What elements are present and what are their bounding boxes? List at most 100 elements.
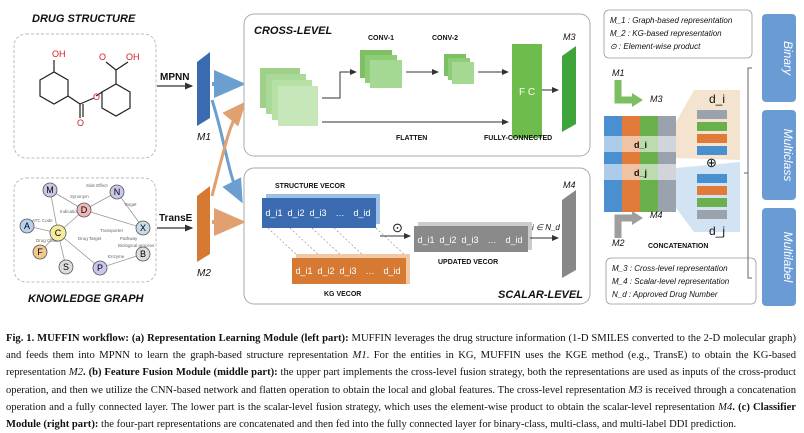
m1-vector — [197, 52, 210, 126]
kg-node-label: P — [97, 263, 103, 273]
caption-heading: . (b) Feature Fusion Module (middle part… — [83, 367, 278, 379]
legend-top-box — [603, 9, 753, 59]
structure-cell: d_i1 — [265, 208, 282, 218]
m1-arrowhead — [632, 93, 643, 107]
kg-relation: Drug Class — [36, 238, 59, 243]
concat-cone-bottom — [676, 162, 740, 232]
mpnn-label: MPNN — [160, 72, 189, 83]
legend-item: N_d : Approved Drug Number — [612, 290, 718, 299]
conv2-label: CONV-2 — [432, 35, 458, 42]
caption-math: M2 — [68, 367, 84, 379]
caption-heading: Fig. 1. MUFFIN workflow: (a) Representat… — [6, 333, 349, 344]
dj-bars — [697, 174, 727, 219]
oplus-symbol: ⊕ — [706, 155, 717, 170]
multiclass-head — [762, 110, 796, 200]
legend-item: M_2 : KG-based representation — [610, 29, 722, 38]
kg-relation: Target — [124, 202, 137, 207]
kg-relation: Enzyme — [108, 254, 125, 259]
caption-math: M3 — [628, 384, 643, 396]
caption-text: the upper part implements the cross-leve… — [6, 367, 796, 396]
m1-down-arrow — [614, 80, 636, 104]
legend-bottom-box — [605, 257, 757, 305]
feature-map-stack — [260, 68, 318, 126]
kg-relation: Transporter — [100, 228, 124, 233]
di-label: d_i — [709, 92, 725, 106]
kg-node-label: M — [46, 185, 54, 195]
kg-relation: Indication — [60, 209, 80, 214]
scalar-level-title: SCALAR-LEVEL — [498, 289, 583, 301]
molecule-drawing — [39, 60, 131, 118]
figure-caption: Fig. 1. MUFFIN workflow: (a) Representat… — [6, 330, 796, 433]
kg-cell: d_id — [383, 266, 400, 276]
kg-node-label: C — [55, 228, 62, 238]
updated-vector-label: UPDATED VECOR — [438, 259, 498, 266]
caption-text: the four-part representations are concat… — [98, 419, 737, 431]
kg-node-b — [135, 246, 151, 262]
knowledge-graph-title: KNOWLEDGE GRAPH — [28, 293, 145, 305]
binary-head — [762, 14, 796, 102]
constraint-label: i ∈ N_d — [532, 223, 560, 232]
conv-arrow — [322, 69, 357, 99]
kg-cells: d_i1 d_i2 d_i3 … d_id — [295, 266, 400, 276]
kg-vector — [292, 258, 406, 284]
caption-text: MUFFIN leverages the drug structure info… — [6, 333, 796, 362]
fully-connected-label: FULLY-CONNECTED — [484, 135, 552, 142]
knowledge-graph-box — [13, 177, 157, 283]
binary-label: Binary — [781, 41, 795, 76]
kg-relation: Pathway — [120, 236, 138, 241]
atom-label: OH — [52, 49, 66, 59]
m1-to-scalar-arrow — [210, 99, 243, 204]
di-bars — [697, 110, 727, 155]
concat-m3-label: M3 — [650, 94, 663, 104]
concat-m2-label: M2 — [612, 238, 625, 248]
structure-cells: d_i1 d_i2 d_i3 … d_id — [265, 208, 370, 218]
multilabel-label: Multilabel — [781, 232, 795, 283]
kg-node-label: A — [24, 221, 30, 231]
structure-vector-label: STRUCTURE VECOR — [275, 183, 345, 190]
multiclass-label: Multiclass — [781, 129, 795, 182]
kg-node-c — [49, 224, 67, 242]
multilabel-head — [762, 208, 796, 306]
m2-label: M2 — [197, 268, 211, 279]
kg-relation: Drug Target — [78, 236, 102, 241]
atom-label: O — [99, 52, 106, 62]
fc-layer — [512, 44, 542, 138]
kg-node-label: N — [114, 187, 121, 197]
kg-relation-labels: Synonym ATC Code Drug Class Drug Target … — [32, 183, 155, 259]
legend-item: M_3 : Cross-level representation — [612, 264, 728, 273]
kg-node-p — [92, 260, 108, 276]
caption-math: M1 — [352, 350, 367, 362]
updated-cell: … — [488, 235, 497, 245]
drug-structure-box — [13, 33, 157, 159]
concat-di-label: d_i — [634, 140, 647, 150]
caption-text: . For the entities in KG, MUFFIN uses th… — [6, 350, 796, 379]
structure-cell: d_i2 — [287, 208, 304, 218]
kg-vector-label: KG VECOR — [324, 291, 361, 298]
kg-nodes: M N D A C X F S P B — [19, 182, 151, 276]
concat-dj-label: d_j — [634, 168, 647, 178]
m4-vector — [562, 190, 576, 278]
kg-cell: … — [366, 266, 375, 276]
dj-label: d_j — [709, 224, 725, 238]
kg-relation: Synonym — [70, 194, 89, 199]
kg-cell: d_i2 — [317, 266, 334, 276]
m2-up-arrow — [614, 214, 636, 238]
kg-node-s — [58, 259, 74, 275]
caption-heading: . (c) Classifier Module (right part): — [6, 401, 796, 431]
legend-item: M_4 : Scalar-level representation — [612, 277, 730, 286]
kg-cell: d_i3 — [339, 266, 356, 276]
updated-cell: d_i1 — [417, 235, 434, 245]
legend-item: M_1 : Graph-based representation — [610, 16, 733, 25]
fc-label: F C — [519, 87, 535, 98]
m2-arrowhead — [632, 211, 643, 225]
kg-node-label: F — [37, 247, 43, 257]
kg-node-label: X — [140, 223, 146, 233]
structure-cell: d_id — [353, 208, 370, 218]
updated-vector — [414, 226, 528, 252]
caption-text: is received through a concatenation oper… — [6, 384, 796, 413]
m1-label: M1 — [197, 132, 211, 143]
kg-node-m — [42, 182, 58, 198]
kg-node-a — [19, 218, 35, 234]
kg-node-d — [76, 202, 92, 218]
cross-level-title: CROSS-LEVEL — [254, 25, 333, 37]
